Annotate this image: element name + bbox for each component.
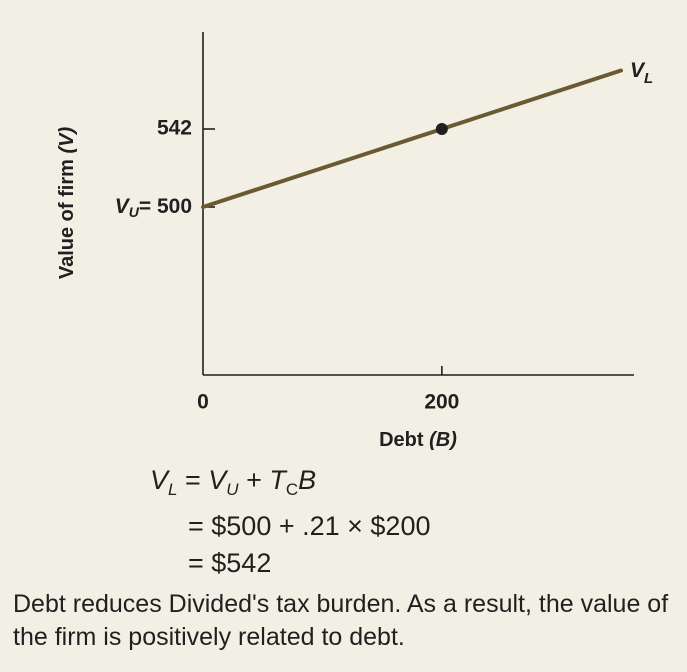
y-axis-label: Value of firm (V) xyxy=(56,127,78,280)
chart: 542 VU= 500 0 200 Debt (B) Value of firm… xyxy=(56,32,653,451)
x-tick-label-0: 0 xyxy=(197,391,209,414)
formula-row-2: = $500 + .21 × $200 xyxy=(188,511,431,542)
vu-label: VU= 500 xyxy=(115,195,192,220)
vl-line xyxy=(201,68,623,209)
series-label-vl: VL xyxy=(630,59,653,87)
formula-row-1: VL = VU + TCB xyxy=(150,465,317,500)
formula: VL = VU + TCB = $500 + .21 × $200 = $542 xyxy=(150,462,430,582)
data-point-200 xyxy=(435,123,448,135)
vu-value: = 500 xyxy=(139,195,192,218)
x-axis-label: Debt (B) xyxy=(379,429,457,451)
formula-row-3: = $542 xyxy=(188,548,272,579)
x-tick-label-200: 200 xyxy=(424,391,459,414)
caption: Debt reduces Divided's tax burden. As a … xyxy=(13,590,669,651)
y-tick-label-542: 542 xyxy=(157,117,192,140)
